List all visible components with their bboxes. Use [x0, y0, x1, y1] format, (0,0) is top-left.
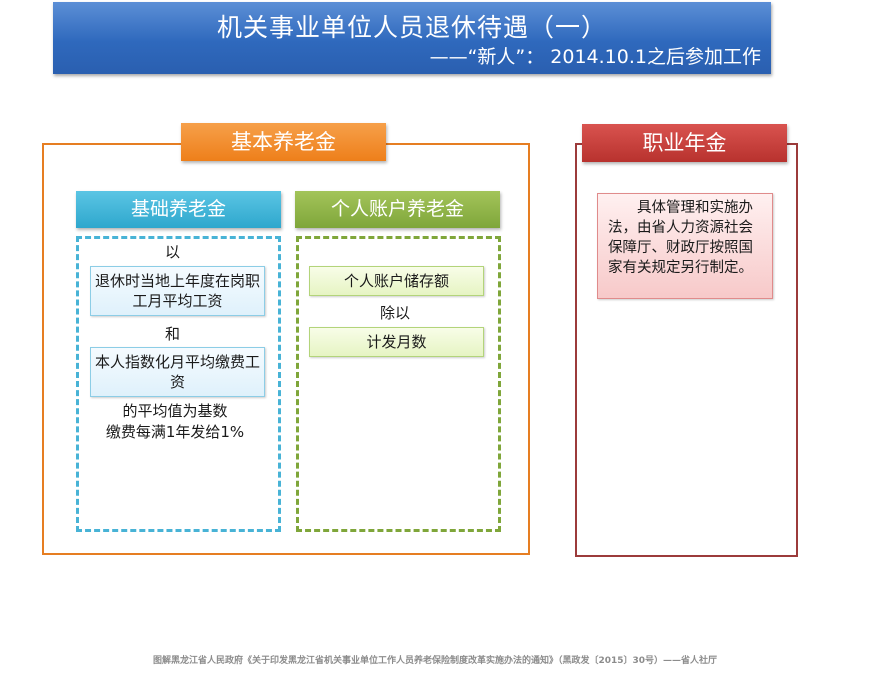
source-footnote: 图解黑龙江省人民政府《关于印发黑龙江省机关事业单位工作人员养老保险制度改革实施办… [152, 656, 718, 666]
base-rule-line-2: 缴费每满1年发给1% [105, 423, 245, 441]
title-banner: 机关事业单位人员退休待遇（一） ——“新人”： 2014.10.1之后参加工作 [53, 2, 771, 74]
account-balance-box: 个人账户储存额 [309, 266, 484, 296]
personal-account-pension-header: 个人账户养老金 [295, 191, 500, 228]
base-rule-line-1: 的平均值为基数 [122, 402, 228, 420]
base-pension-panel [76, 236, 281, 532]
connector-divide: 除以 [379, 304, 410, 322]
connector-yi: 以 [164, 243, 180, 261]
payout-months-box: 计发月数 [309, 327, 484, 357]
occupational-annuity-header: 职业年金 [582, 124, 787, 162]
annuity-description: 具体管理和实施办法，由省人力资源社会保障厅、财政厅按照国家有关规定另行制定。 [608, 200, 753, 276]
indexed-wage-box: 本人指数化月平均缴费工资 [90, 347, 265, 397]
page-subtitle: ——“新人”： 2014.10.1之后参加工作 [429, 46, 761, 68]
connector-he: 和 [164, 325, 180, 343]
personal-account-panel [296, 236, 501, 532]
base-pension-header: 基础养老金 [76, 191, 281, 228]
page-title: 机关事业单位人员退休待遇（一） [216, 13, 607, 42]
basic-pension-header: 基本养老金 [181, 123, 386, 161]
annuity-description-box: 具体管理和实施办法，由省人力资源社会保障厅、财政厅按照国家有关规定另行制定。 [597, 193, 773, 299]
avg-wage-box: 退休时当地上年度在岗职工月平均工资 [90, 266, 265, 316]
